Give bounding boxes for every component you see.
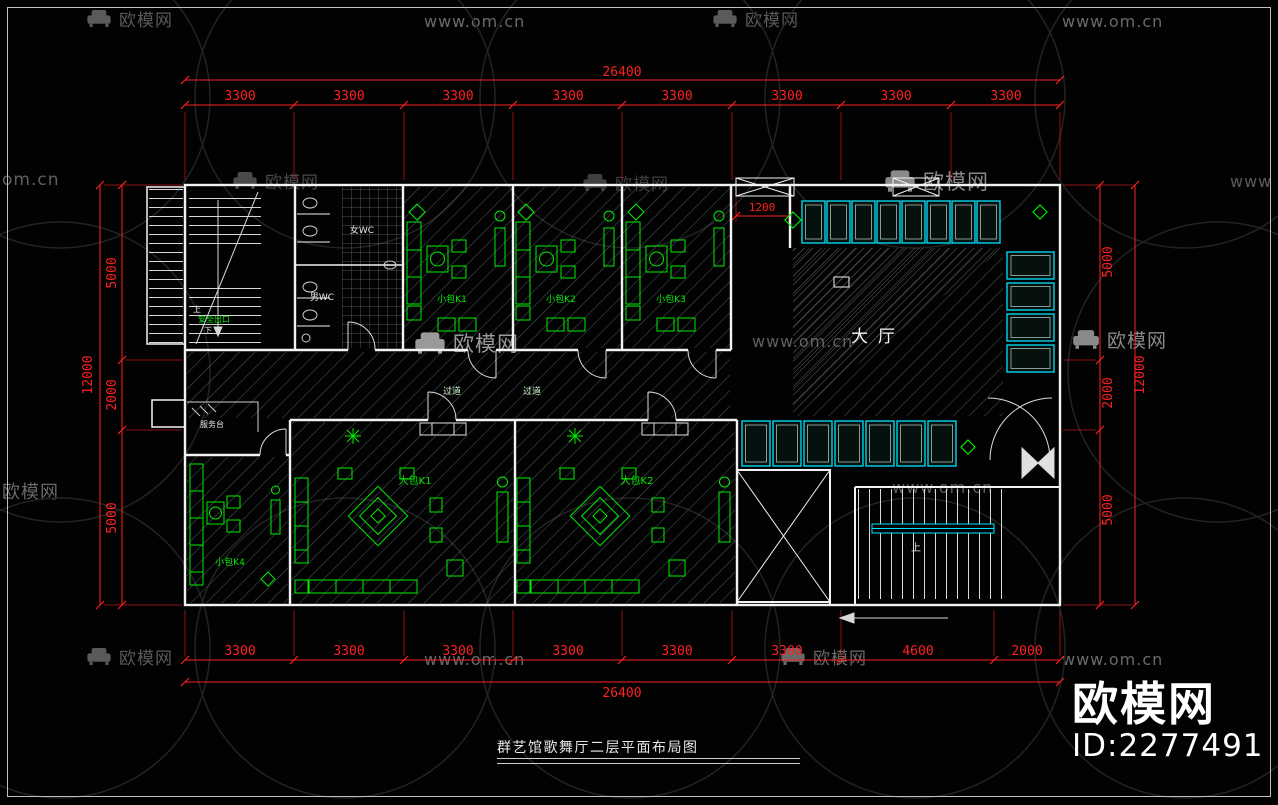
dim-top-total: 26400 xyxy=(602,65,641,80)
floor-hatching xyxy=(149,187,1003,603)
dim-bottom-seg: 3300 xyxy=(333,644,364,659)
top-truss-box xyxy=(735,177,795,197)
dim-left-seg: 5000 xyxy=(105,502,120,533)
stairs xyxy=(195,191,995,624)
watermark-site-text: 欧模网 xyxy=(923,170,989,194)
label-women-wc: 女WC xyxy=(350,224,374,236)
dimension-lines xyxy=(95,75,1140,687)
site-branding: 欧模网 ID:2277491 xyxy=(1072,680,1264,763)
hall-column xyxy=(833,276,850,288)
dim-bottom-seg: 3300 xyxy=(224,644,255,659)
watermark: 欧模网 xyxy=(712,6,799,31)
watermark: 欧模网 xyxy=(232,168,319,193)
dim-bottom-seg: 3300 xyxy=(442,644,473,659)
label-corridor: 过道 xyxy=(443,385,461,397)
watermark: 欧模网 xyxy=(86,644,173,669)
dim-top-seg: 3300 xyxy=(552,89,583,104)
dim-top-seg: 3300 xyxy=(333,89,364,104)
dim-top-seg: 3300 xyxy=(771,89,802,104)
doors xyxy=(259,321,1055,480)
dim-right-seg: 5000 xyxy=(1101,246,1116,277)
dim-top-seg: 3300 xyxy=(442,89,473,104)
watermark-site-text: 欧模网 xyxy=(745,11,799,31)
label-men-wc: 男WC xyxy=(310,292,334,303)
label-up: 上 xyxy=(193,305,201,314)
title-underline xyxy=(497,758,800,759)
dim-bottom-seg: 2000 xyxy=(1011,644,1042,659)
dim-left-outer: 12000 xyxy=(81,355,96,394)
k4-furniture xyxy=(189,463,281,587)
entrance-door-symbol xyxy=(1021,446,1055,480)
watermark: 欧模网 xyxy=(86,6,173,31)
label-small-k4: 小包K4 xyxy=(215,556,245,568)
elevator-shaft xyxy=(736,469,831,603)
watermark: 欧模网 xyxy=(780,644,867,669)
label-small-k3: 小包K3 xyxy=(656,293,686,305)
label-big-k1: 大包K1 xyxy=(399,474,432,487)
dim-corridor: 1200 xyxy=(749,201,776,214)
dim-left-seg: 2000 xyxy=(105,379,120,410)
label-down: 下 xyxy=(204,326,212,335)
dim-right-seg: 2000 xyxy=(1101,377,1116,408)
dim-bottom-total: 26400 xyxy=(602,686,641,701)
dim-top-seg: 3300 xyxy=(990,89,1021,104)
label-safety-exit: 安全出口 xyxy=(198,314,230,324)
dim-top-seg: 3300 xyxy=(880,89,911,104)
watermark-url-text: www.om.cn xyxy=(1062,12,1164,31)
watermark-site-text: 欧模网 xyxy=(2,482,59,503)
dim-top-seg: 3300 xyxy=(224,89,255,104)
watermark-site-text: 欧模网 xyxy=(119,649,173,669)
dim-right-seg: 5000 xyxy=(1101,494,1116,525)
label-small-k1: 小包K1 xyxy=(437,293,467,305)
extension-lines xyxy=(104,112,1132,656)
watermark-partial-text: om.cn xyxy=(2,170,60,190)
watermark: 欧模网 xyxy=(1072,326,1167,353)
entrance-door-arcs xyxy=(987,397,1053,461)
drawing-frame xyxy=(7,7,1271,797)
watermark-url-text: www.om.cn xyxy=(1062,650,1164,669)
watermark: 欧模网 xyxy=(2,478,59,504)
label-corridor: 过道 xyxy=(523,385,541,397)
dim-bottom-seg: 4600 xyxy=(902,644,933,659)
watermark-site-text: 欧模网 xyxy=(1107,330,1168,352)
top-truss-box xyxy=(892,177,940,197)
dim-bottom-seg: 3300 xyxy=(771,644,802,659)
exterior-stair xyxy=(146,186,186,345)
label-service-desk: 服务台 xyxy=(200,419,224,429)
brand-model-id: ID:2277491 xyxy=(1072,728,1264,765)
dimension-labels: 26400 3300 3300 3300 3300 3300 3300 3300… xyxy=(81,65,1148,701)
watermark-site-text: 欧模网 xyxy=(119,11,173,31)
watermark: www.om.cn xyxy=(1062,650,1163,669)
label-hall: 大厅 xyxy=(851,327,905,347)
dim-right-outer: 12000 xyxy=(1133,355,1148,394)
watermark-site-text: 欧模网 xyxy=(813,649,867,669)
service-desk-counter xyxy=(187,401,259,432)
furniture xyxy=(187,203,1048,594)
watermark: om.cn xyxy=(2,170,60,190)
dim-bottom-seg: 3300 xyxy=(552,644,583,659)
dim-top-seg: 3300 xyxy=(661,89,692,104)
title-underline xyxy=(497,763,800,764)
label-small-k2: 小包K2 xyxy=(546,293,576,305)
watermark: 欧模网 xyxy=(884,166,989,196)
brand-site-name: 欧模网 xyxy=(1072,677,1216,731)
watermark-partial-text: www xyxy=(1230,172,1273,191)
room-labels: 大厅 小包K1 小包K2 小包K3 小包K4 大包K1 大包K2 男WC 女WC… xyxy=(193,224,921,568)
watermark-site-text: 欧模网 xyxy=(265,173,319,193)
label-stair-up: 上 xyxy=(911,542,921,554)
plant-diamonds xyxy=(784,204,1048,455)
drawing-title: 群艺馆歌舞厅二层平面布局图 xyxy=(497,740,699,756)
dim-bottom-seg: 3300 xyxy=(661,644,692,659)
wc-fixtures xyxy=(301,197,397,343)
label-big-k2: 大包K2 xyxy=(621,474,654,487)
watermark: www xyxy=(1230,172,1272,191)
dim-left-seg: 5000 xyxy=(105,257,120,288)
watermark: www.om.cn xyxy=(1062,12,1163,31)
